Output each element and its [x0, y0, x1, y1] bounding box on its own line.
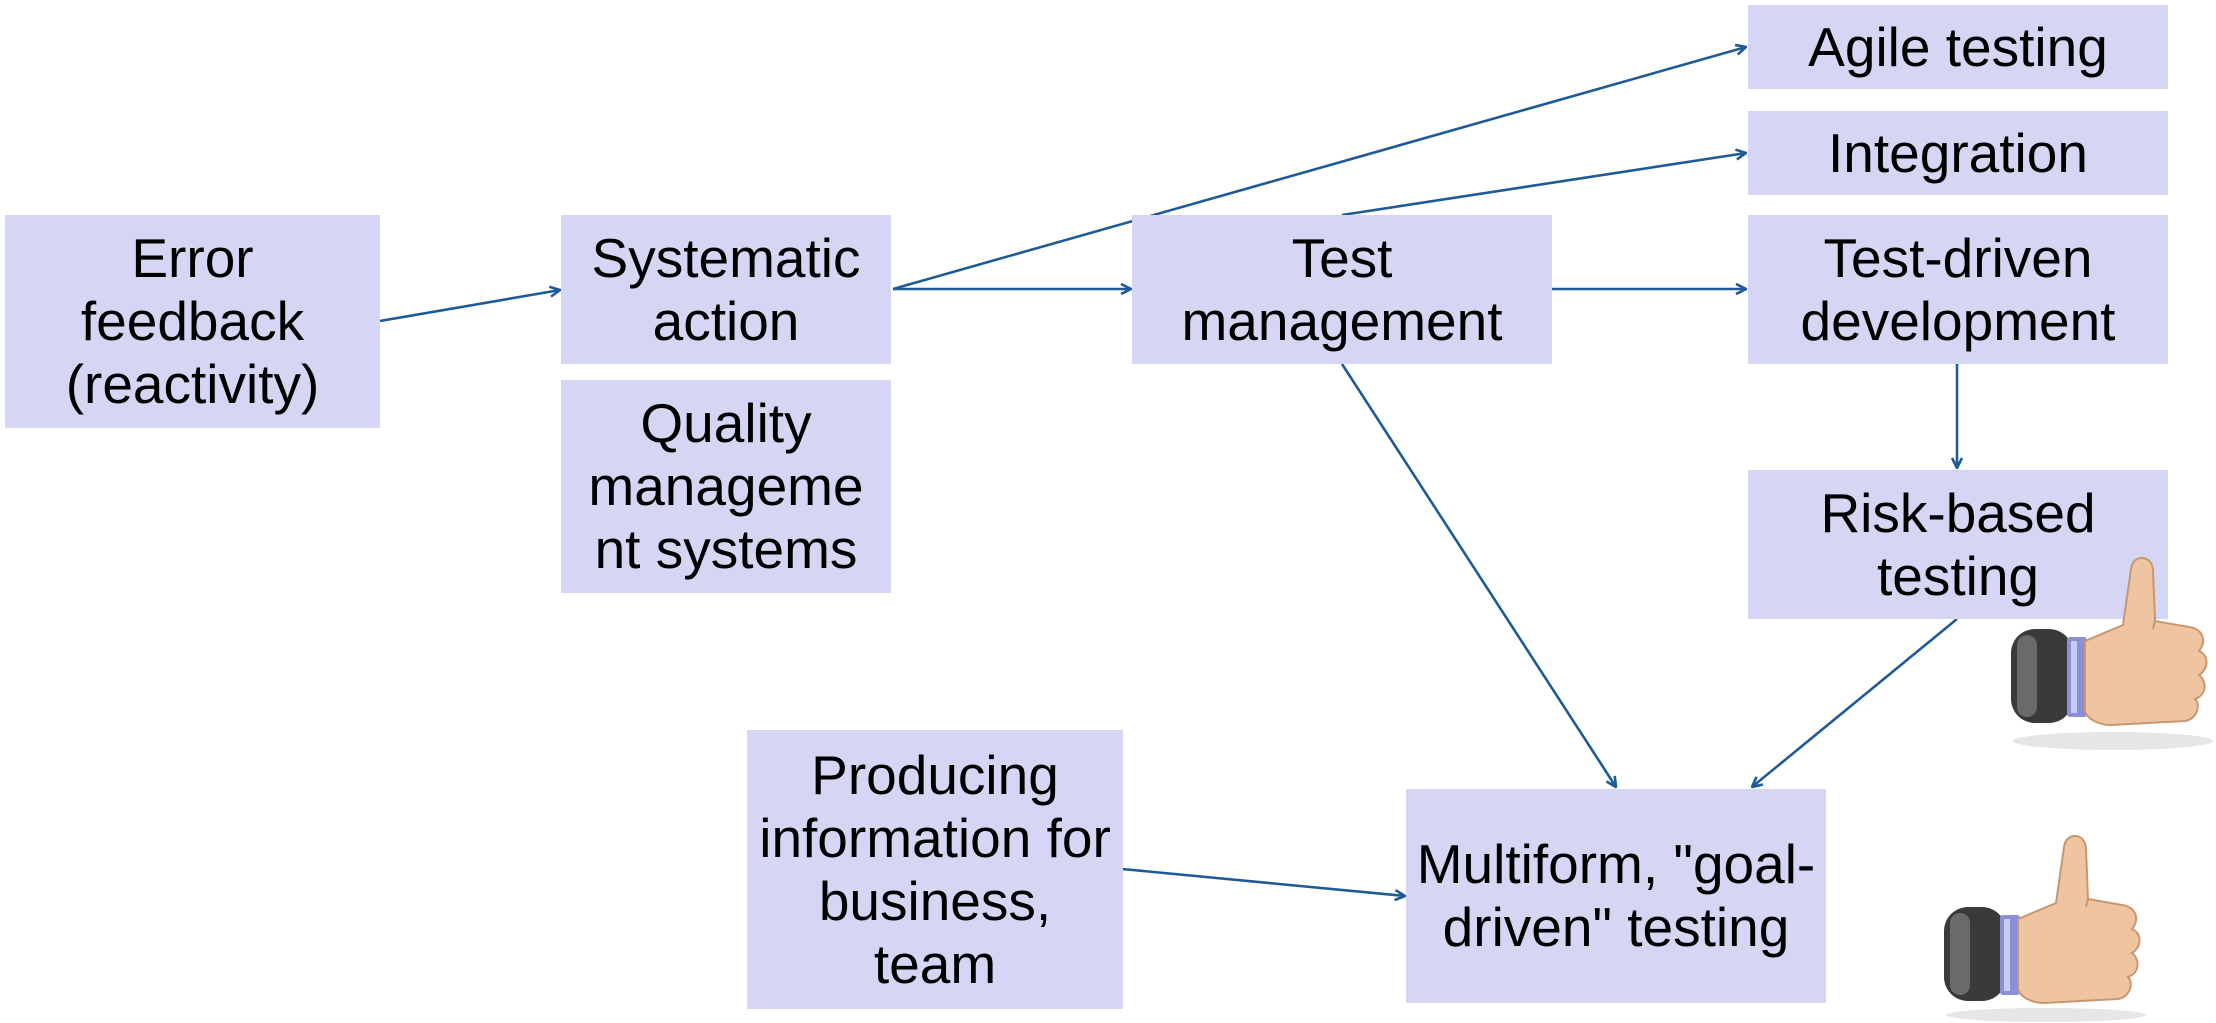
node-quality-management-label: Quality manageme nt systems: [588, 392, 864, 580]
node-risk-based: Risk-based testing: [1748, 470, 2168, 619]
arrow-risk-to-multiform: [1752, 617, 1958, 787]
node-agile-testing: Agile testing: [1748, 5, 2168, 89]
thumbs-up-icon: [1944, 835, 2146, 1022]
node-multiform-testing: Multiform, "goal-driven" testing: [1406, 789, 1826, 1003]
node-quality-management: Quality manageme nt systems: [561, 380, 891, 593]
arrow-test-management-to-integration: [1341, 153, 1746, 217]
node-test-management: Test management: [1132, 215, 1552, 364]
arrow-systematic-to-agile: [892, 47, 1746, 291]
node-producing-information: Producing information for business, team: [747, 730, 1123, 1009]
node-multiform-testing-label: Multiform, "goal-driven" testing: [1416, 833, 1816, 958]
node-test-driven-label: Test-driven development: [1800, 226, 2116, 352]
node-systematic-action-label: Systematic action: [591, 226, 861, 352]
node-error-feedback: Error feedback (reactivity): [5, 215, 380, 428]
node-agile-testing-label: Agile testing: [1808, 15, 2108, 78]
node-systematic-action: Systematic action: [561, 215, 891, 364]
node-test-driven: Test-driven development: [1748, 215, 2168, 364]
arrow-error-to-systematic: [379, 290, 560, 323]
node-error-feedback-label: Error feedback (reactivity): [65, 227, 320, 415]
arrow-test-management-to-multiform: [1340, 363, 1616, 787]
node-test-management-label: Test management: [1181, 226, 1503, 352]
node-producing-information-label: Producing information for business, team: [759, 743, 1111, 995]
thumbs-up-icon: [2011, 557, 2213, 750]
arrow-producing-to-multiform: [1121, 867, 1405, 896]
node-risk-based-label: Risk-based testing: [1820, 481, 2096, 607]
node-integration: Integration: [1748, 111, 2168, 195]
node-integration-label: Integration: [1828, 121, 2088, 184]
